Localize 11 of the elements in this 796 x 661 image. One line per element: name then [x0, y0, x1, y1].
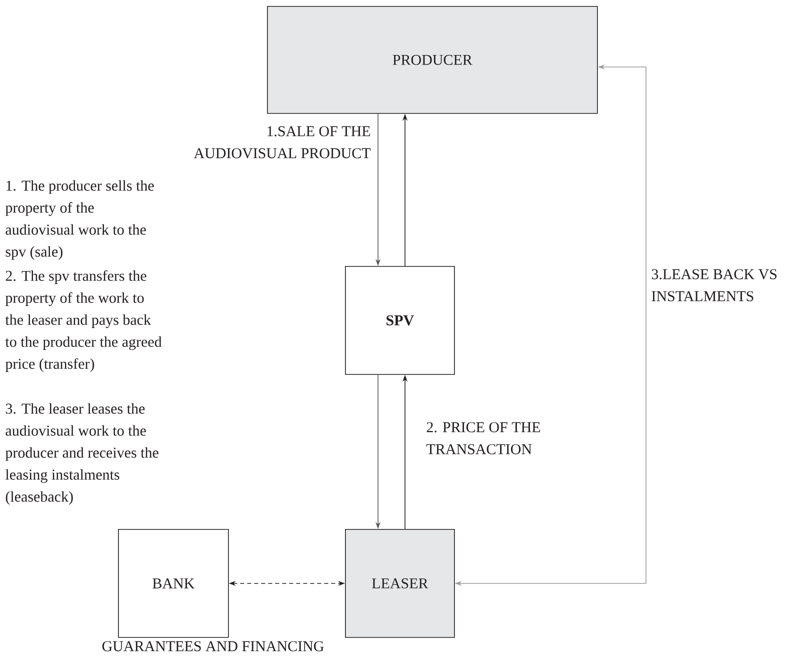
caption-text: GUARANTEES AND FINANCING [102, 641, 324, 652]
note-text: 2. The spv transfers the property of the work to the leaser and pays back to the producer the agreed price (transfer) [5, 270, 162, 372]
note-text: 1. The producer sells the property of the audiovisual work to the spv (sale) [5, 180, 154, 260]
leaser-box: LEASER [345, 529, 455, 638]
edge-label: 3.LEASE BACK VS INSTALMENTS [652, 269, 777, 302]
edge-label: 2. PRICE OF THE TRANSACTION [426, 422, 540, 454]
producer-box: PRODUCER [267, 6, 598, 114]
note-text: 3. The leaser leases the audiovisual work to the producer and receives the leasing instalments (leaseback) [5, 403, 158, 505]
edge-label: 1.SALE OF THE AUDIOVISUAL PRODUCT [194, 126, 371, 158]
bank-box: BANK [118, 529, 229, 638]
spv-box: SPV [345, 266, 455, 375]
